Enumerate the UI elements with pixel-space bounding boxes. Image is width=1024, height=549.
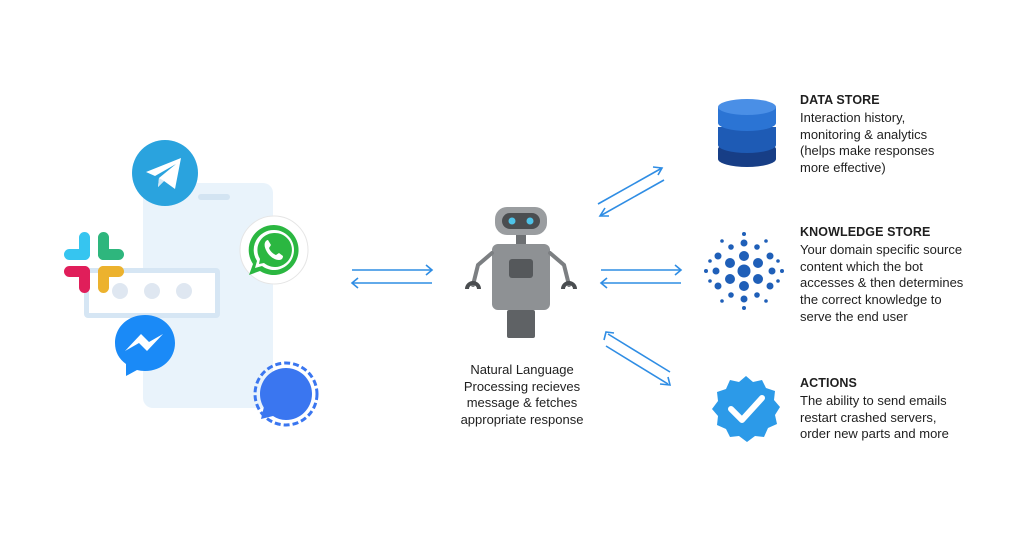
caption-line: appropriate response [460, 411, 584, 427]
data-store-line: monitoring & analytics [800, 126, 928, 142]
data-store-block: DATA STORE Interaction history, monitori… [800, 92, 1000, 177]
actions-line: The ability to send emails [800, 392, 947, 408]
knowledge-store-line: serve the end user [800, 308, 908, 324]
actions-title: ACTIONS [800, 376, 857, 390]
whatsapp-icon [239, 215, 309, 285]
actions-block: ACTIONS The ability to send emails resta… [800, 375, 1000, 443]
knowledge-store-line: accesses & then determines [800, 275, 964, 291]
data-store-title: DATA STORE [800, 93, 880, 107]
slack-icon [64, 232, 124, 293]
database-icon [718, 99, 776, 167]
signal-icon [253, 361, 319, 427]
typing-dot [176, 283, 192, 299]
knowledge-dots-icon [704, 232, 784, 310]
knowledge-store-line: content which the bot [800, 258, 923, 274]
messenger-icon [115, 315, 175, 376]
caption-line: Processing recieves [463, 378, 581, 394]
bidirectional-arrow-knowledge-store [599, 264, 683, 289]
data-store-line: (helps make responses [800, 143, 935, 159]
robot-icon [465, 207, 577, 338]
knowledge-store-line: the correct knowledge to [800, 292, 942, 308]
bidirectional-arrow-actions [603, 331, 672, 386]
bidirectional-arrow-data-store [597, 166, 665, 217]
knowledge-store-title: KNOWLEDGE STORE [800, 225, 931, 239]
verified-badge-icon [712, 376, 780, 442]
typing-dot [112, 283, 128, 299]
phone-speaker [198, 194, 230, 200]
data-store-line: more effective) [800, 160, 886, 176]
caption-line: Natural Language [470, 362, 574, 377]
actions-line: order new parts and more [800, 426, 949, 442]
typing-dot [144, 283, 160, 299]
actions-line: restart crashed servers, [800, 409, 937, 425]
telegram-icon [132, 140, 198, 206]
bidirectional-arrow-left [350, 264, 434, 289]
caption-line: message & fetches [466, 395, 578, 410]
knowledge-store-line: Your domain specific source [800, 241, 963, 257]
nlp-caption: Natural Language Processing recieves mes… [440, 362, 604, 428]
data-store-line: Interaction history, [800, 109, 906, 125]
knowledge-store-block: KNOWLEDGE STORE Your domain specific sou… [800, 224, 1000, 326]
